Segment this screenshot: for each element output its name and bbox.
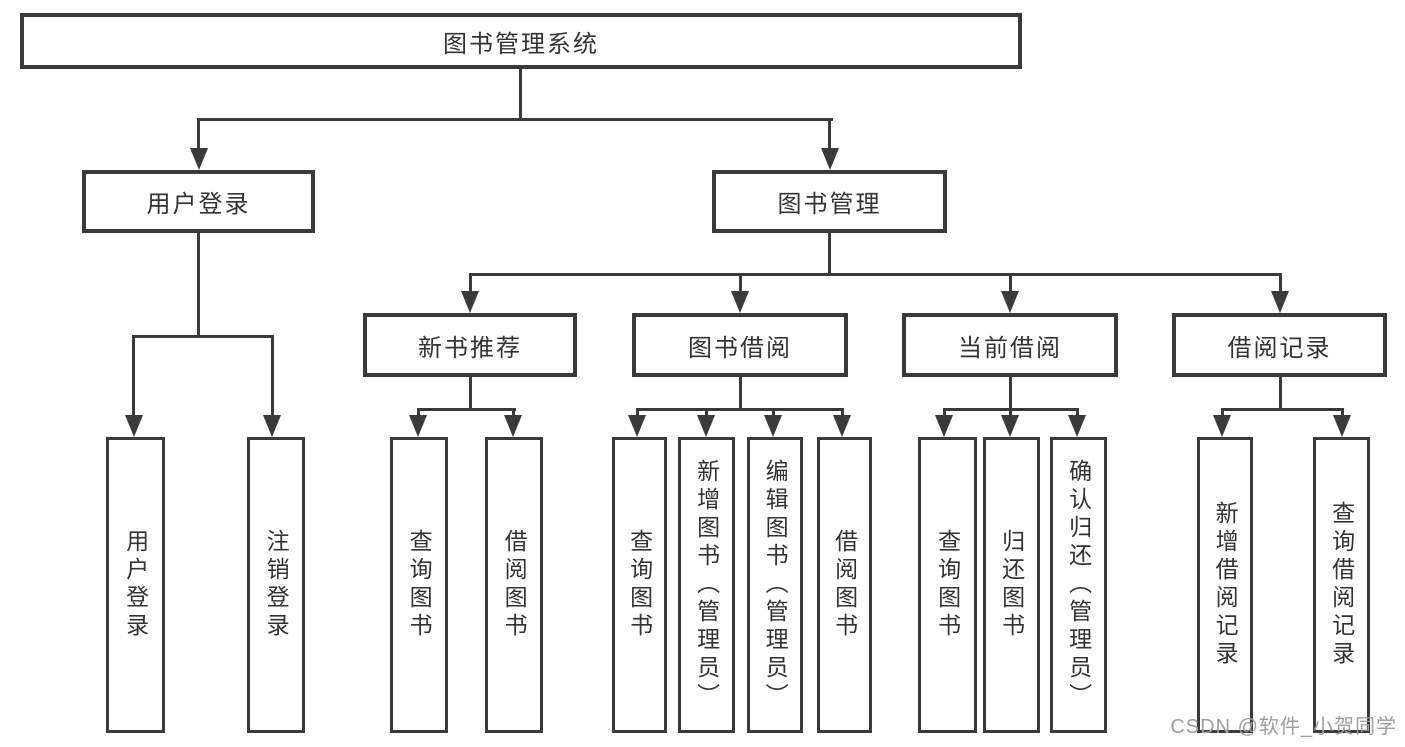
arrowhead xyxy=(190,148,208,170)
leaf-add-borrow-record: 新增借阅记录 xyxy=(1197,437,1253,733)
connector-vline xyxy=(1009,377,1012,410)
arrowhead xyxy=(1001,415,1019,437)
connector-stub xyxy=(772,408,775,418)
connector-stub xyxy=(197,118,200,152)
connector-stub xyxy=(1221,408,1224,418)
node-user-login: 用户登录 xyxy=(82,170,315,233)
leaf-user-login: 用户登录 xyxy=(106,437,165,733)
connector-stub xyxy=(132,335,135,419)
connector-stub xyxy=(636,408,639,418)
node-new-book-recommendation: 新书推荐 xyxy=(363,313,577,377)
arrowhead xyxy=(1068,415,1086,437)
connector-stub xyxy=(1009,273,1012,295)
node-book-management: 图书管理 xyxy=(712,170,947,233)
connector-stub xyxy=(1009,408,1012,418)
leaf-query-books-current: 查询图书 xyxy=(918,437,977,733)
connector-vline xyxy=(1279,377,1282,410)
leaf-query-borrow-record: 查询借阅记录 xyxy=(1313,437,1370,733)
leaf-label: 用户登录 xyxy=(122,529,149,641)
node-label: 当前借阅 xyxy=(958,334,1062,362)
arrowhead xyxy=(504,415,522,437)
leaf-return-books: 归还图书 xyxy=(983,437,1040,733)
connector-hline xyxy=(417,408,516,411)
leaf-label: 查询图书 xyxy=(934,529,961,641)
node-label: 用户登录 xyxy=(146,191,251,218)
connector-hline xyxy=(1221,408,1344,411)
leaf-edit-books-admin: 编辑图书（管理员） xyxy=(747,437,803,733)
node-current-borrowing: 当前借阅 xyxy=(902,313,1118,377)
node-library-management-system: 图书管理系统 xyxy=(20,13,1022,69)
connector-vline xyxy=(469,377,472,410)
arrowhead xyxy=(935,415,953,437)
arrowhead xyxy=(409,415,427,437)
connector-stub xyxy=(271,335,274,419)
arrowhead xyxy=(1001,291,1019,313)
connector-stub xyxy=(417,408,420,418)
connector-stub xyxy=(1076,408,1079,418)
leaf-label: 查询图书 xyxy=(406,529,433,641)
arrowhead xyxy=(833,415,851,437)
connector-stub xyxy=(705,408,708,418)
node-book-borrowing: 图书借阅 xyxy=(632,313,848,377)
arrowhead xyxy=(764,415,782,437)
connector-hline xyxy=(197,118,833,121)
leaf-label: 注销登录 xyxy=(263,529,290,641)
connector-vline xyxy=(519,69,522,121)
connector-stub xyxy=(943,408,946,418)
node-label: 图书管理系统 xyxy=(443,30,599,58)
connector-stub xyxy=(1279,273,1282,295)
connector-hline xyxy=(469,273,1282,276)
arrowhead xyxy=(461,291,479,313)
connector-stub xyxy=(1341,408,1344,418)
leaf-label: 归还图书 xyxy=(998,529,1025,641)
node-borrowing-records: 借阅记录 xyxy=(1172,313,1387,377)
arrowhead xyxy=(1271,291,1289,313)
connector-stub xyxy=(469,273,472,295)
arrowhead xyxy=(821,148,839,170)
connector-stub xyxy=(841,408,844,418)
leaf-label: 新增图书（管理员） xyxy=(693,459,720,711)
csdn-watermark: CSDN @软件_小贺同学 xyxy=(1170,716,1397,738)
connector-vline xyxy=(197,233,200,338)
arrowhead xyxy=(263,415,281,437)
leaf-borrow-books: 借阅图书 xyxy=(817,437,872,733)
leaf-logout: 注销登录 xyxy=(247,437,305,733)
connector-vline xyxy=(739,377,742,410)
connector-hline xyxy=(132,335,274,338)
leaf-confirm-return-admin: 确认归还（管理员） xyxy=(1050,437,1107,733)
leaf-label: 借阅图书 xyxy=(831,529,858,641)
arrowhead xyxy=(697,415,715,437)
connector-stub xyxy=(739,273,742,295)
node-label: 图书管理 xyxy=(777,191,882,218)
leaf-label: 确认归还（管理员） xyxy=(1065,459,1092,711)
connector-stub xyxy=(512,408,515,418)
arrowhead xyxy=(1213,415,1231,437)
leaf-add-books-admin: 新增图书（管理员） xyxy=(678,437,735,733)
leaf-label: 查询图书 xyxy=(626,529,653,641)
node-label: 图书借阅 xyxy=(688,334,792,362)
leaf-label: 查询借阅记录 xyxy=(1328,501,1355,669)
leaf-query-books-recommend: 查询图书 xyxy=(390,437,448,733)
leaf-label: 借阅图书 xyxy=(501,529,528,641)
leaf-borrow-books-recommend: 借阅图书 xyxy=(485,437,543,733)
arrowhead xyxy=(125,415,143,437)
node-label: 新书推荐 xyxy=(418,334,522,362)
arrowhead xyxy=(628,415,646,437)
leaf-label: 编辑图书（管理员） xyxy=(762,459,789,711)
node-label: 借阅记录 xyxy=(1227,334,1332,362)
connector-stub xyxy=(828,118,831,152)
connector-vline xyxy=(828,233,831,275)
leaf-label: 新增借阅记录 xyxy=(1212,501,1239,669)
arrowhead xyxy=(1333,415,1351,437)
arrowhead xyxy=(731,291,749,313)
leaf-query-books-borrowing: 查询图书 xyxy=(612,437,667,733)
connector-hline xyxy=(636,408,844,411)
